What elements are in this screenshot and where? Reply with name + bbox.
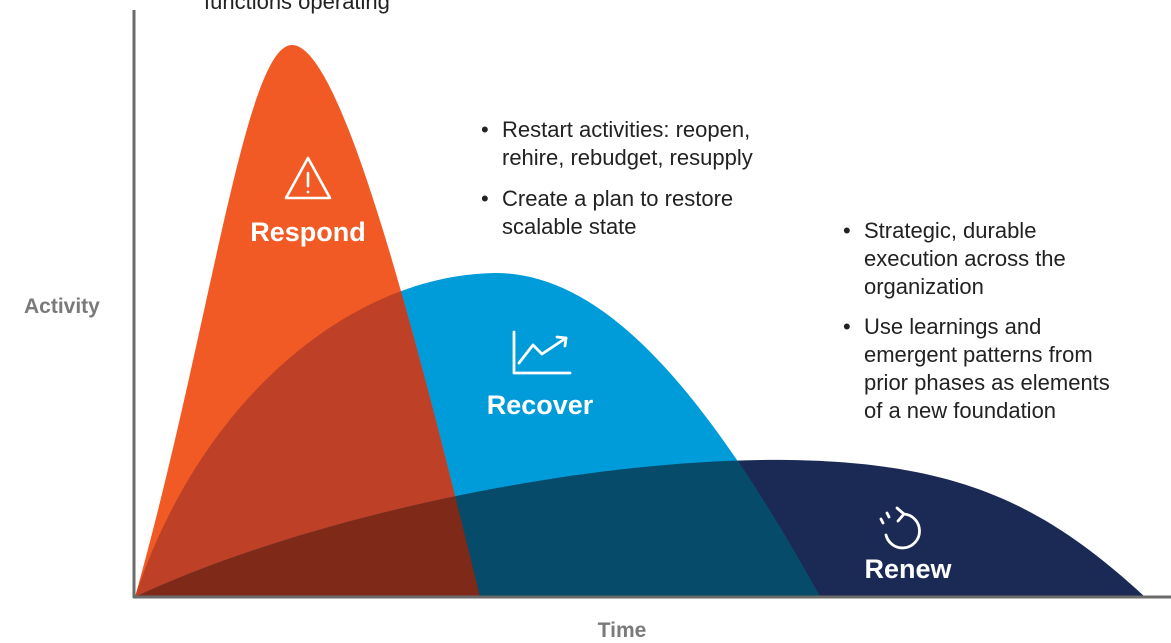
top-note: functions operating [204, 0, 390, 14]
note-line: Strategic, durable [864, 218, 1036, 243]
trending-up-chart-icon [512, 330, 572, 375]
note-line: of a new foundation [864, 398, 1056, 423]
recover-notes: • Restart activities: reopen, rehire, re… [481, 117, 753, 239]
bullet-marker: • [481, 186, 489, 211]
respond-label: Respond [250, 217, 366, 247]
note-line: scalable state [502, 214, 637, 239]
note-line: prior phases as elements [864, 370, 1110, 395]
note-line: emergent patterns from [864, 342, 1093, 367]
bullet-marker: • [481, 117, 489, 142]
renew-label: Renew [864, 554, 952, 584]
bullet-marker: • [843, 218, 851, 243]
all-phases-overlap [135, 459, 480, 597]
y-axis-label: Activity [24, 295, 100, 318]
note-line: rehire, rebudget, resupply [502, 145, 753, 170]
note-line: organization [864, 274, 984, 299]
refresh-cycle-icon [879, 506, 921, 550]
x-axis-label: Time [598, 619, 647, 642]
renew-notes: • Strategic, durable execution across th… [843, 218, 1110, 423]
recover-label: Recover [487, 390, 594, 420]
note-line: execution across the [864, 246, 1066, 271]
note-line: Use learnings and [864, 314, 1041, 339]
note-line: Create a plan to restore [502, 186, 733, 211]
warning-triangle-icon [284, 156, 332, 200]
bullet-marker: • [843, 314, 851, 339]
note-line: Restart activities: reopen, [502, 117, 750, 142]
